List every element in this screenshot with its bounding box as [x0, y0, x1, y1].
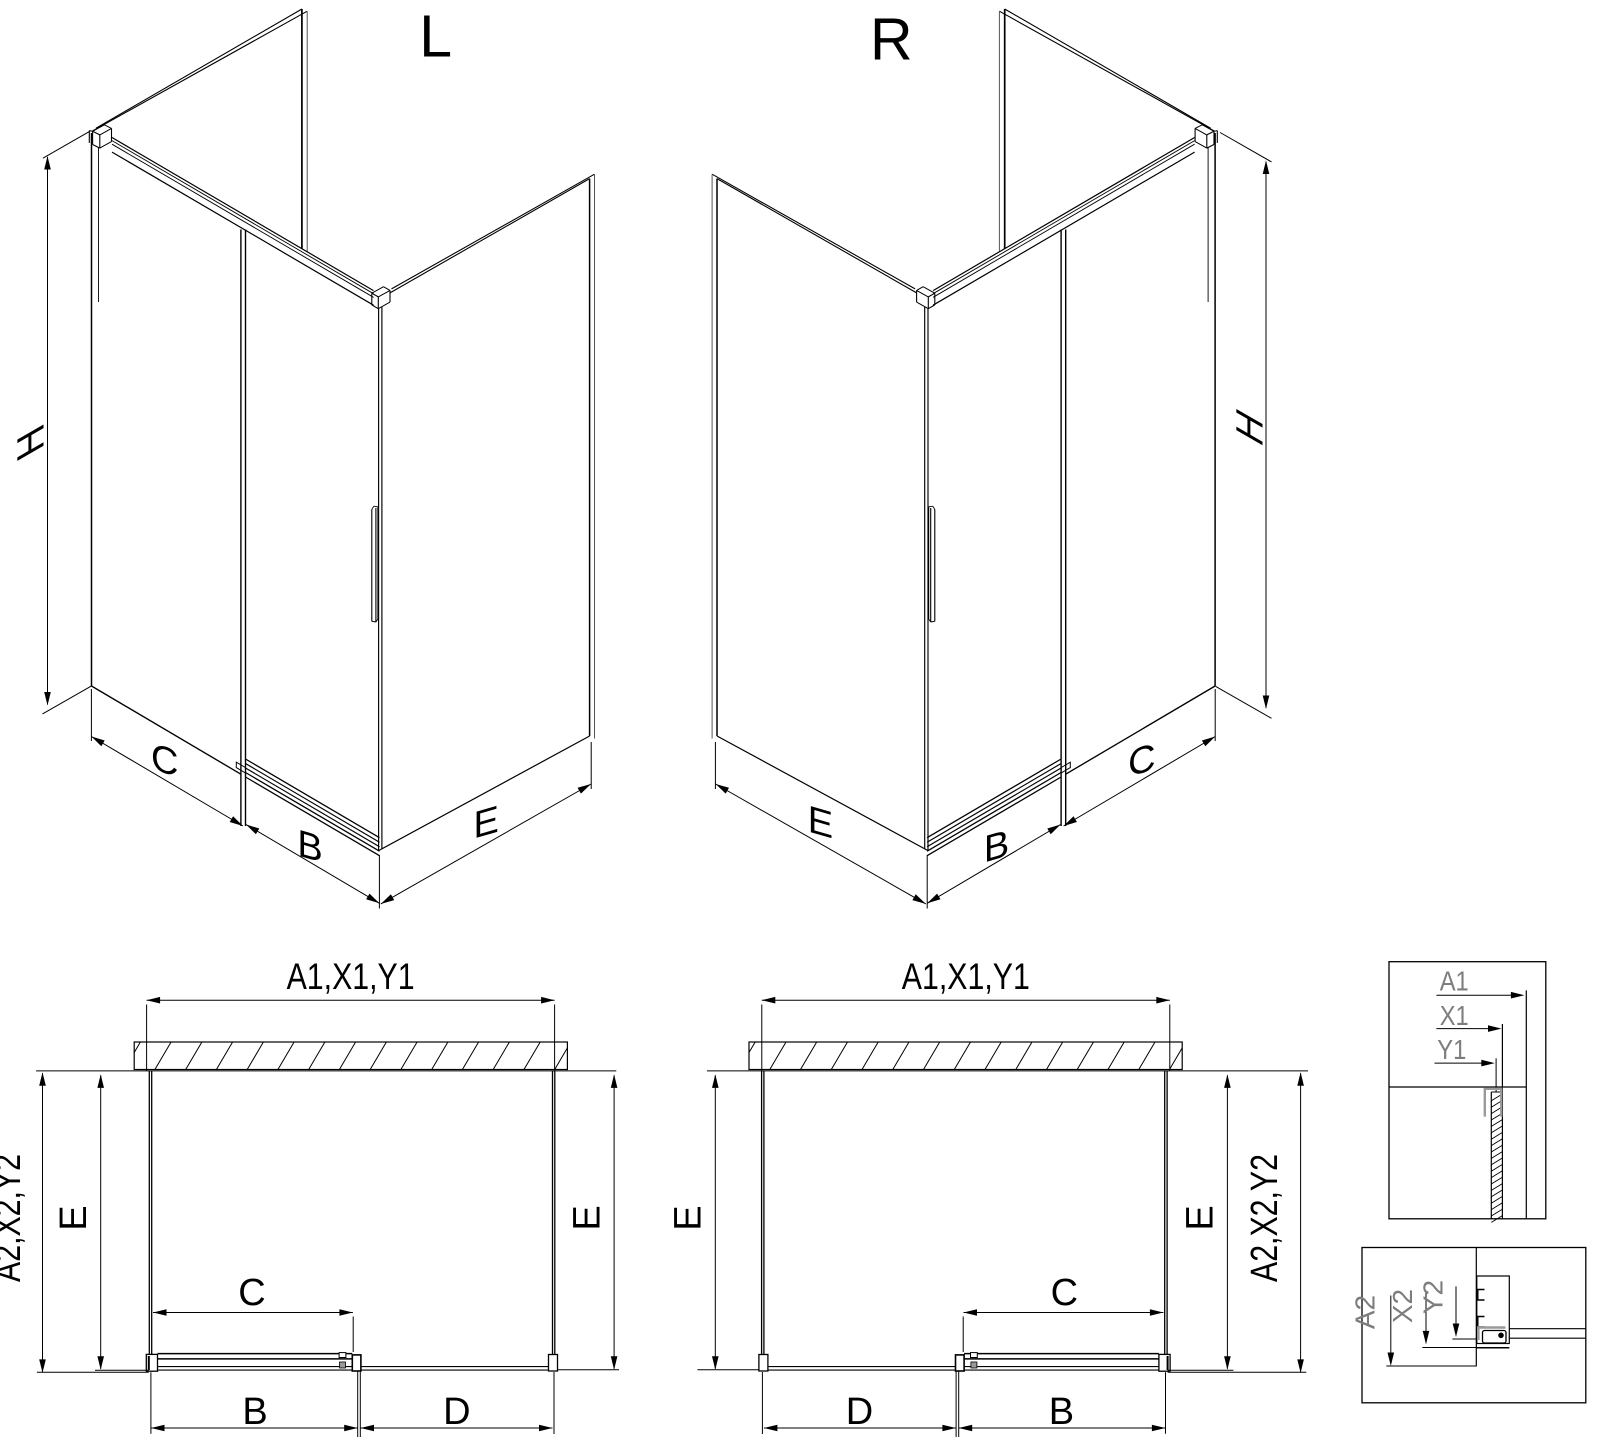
svg-text:E: E	[668, 1205, 710, 1230]
svg-text:A2,X2,Y2: A2,X2,Y2	[1244, 1154, 1286, 1282]
svg-text:B: B	[242, 1391, 267, 1433]
svg-text:X1: X1	[1440, 1000, 1469, 1031]
svg-text:C: C	[151, 736, 178, 786]
svg-text:B: B	[1049, 1391, 1074, 1433]
svg-text:E: E	[566, 1205, 608, 1230]
svg-text:A2,X2,Y2: A2,X2,Y2	[0, 1154, 29, 1282]
svg-text:A1: A1	[1440, 965, 1469, 996]
svg-text:D: D	[846, 1391, 873, 1433]
svg-text:B: B	[297, 822, 322, 871]
svg-text:E: E	[474, 798, 499, 847]
svg-text:A1,X1,Y1: A1,X1,Y1	[902, 956, 1030, 997]
svg-text:E: E	[53, 1205, 95, 1230]
svg-text:R: R	[870, 6, 913, 72]
svg-text:C: C	[238, 1272, 265, 1314]
svg-text:C: C	[1128, 736, 1155, 786]
svg-text:Y1: Y1	[1437, 1034, 1466, 1065]
svg-text:D: D	[443, 1391, 470, 1433]
svg-text:E: E	[808, 798, 833, 847]
svg-text:A1,X1,Y1: A1,X1,Y1	[287, 956, 415, 997]
svg-text:H: H	[1228, 401, 1271, 453]
svg-text:Y2: Y2	[1418, 1280, 1449, 1314]
svg-text:H: H	[9, 417, 52, 469]
svg-text:L: L	[419, 4, 452, 70]
svg-text:X2: X2	[1387, 1289, 1418, 1323]
svg-text:C: C	[1051, 1272, 1078, 1314]
svg-text:E: E	[1180, 1205, 1222, 1230]
svg-text:A2: A2	[1349, 1295, 1380, 1329]
svg-text:B: B	[984, 822, 1009, 871]
